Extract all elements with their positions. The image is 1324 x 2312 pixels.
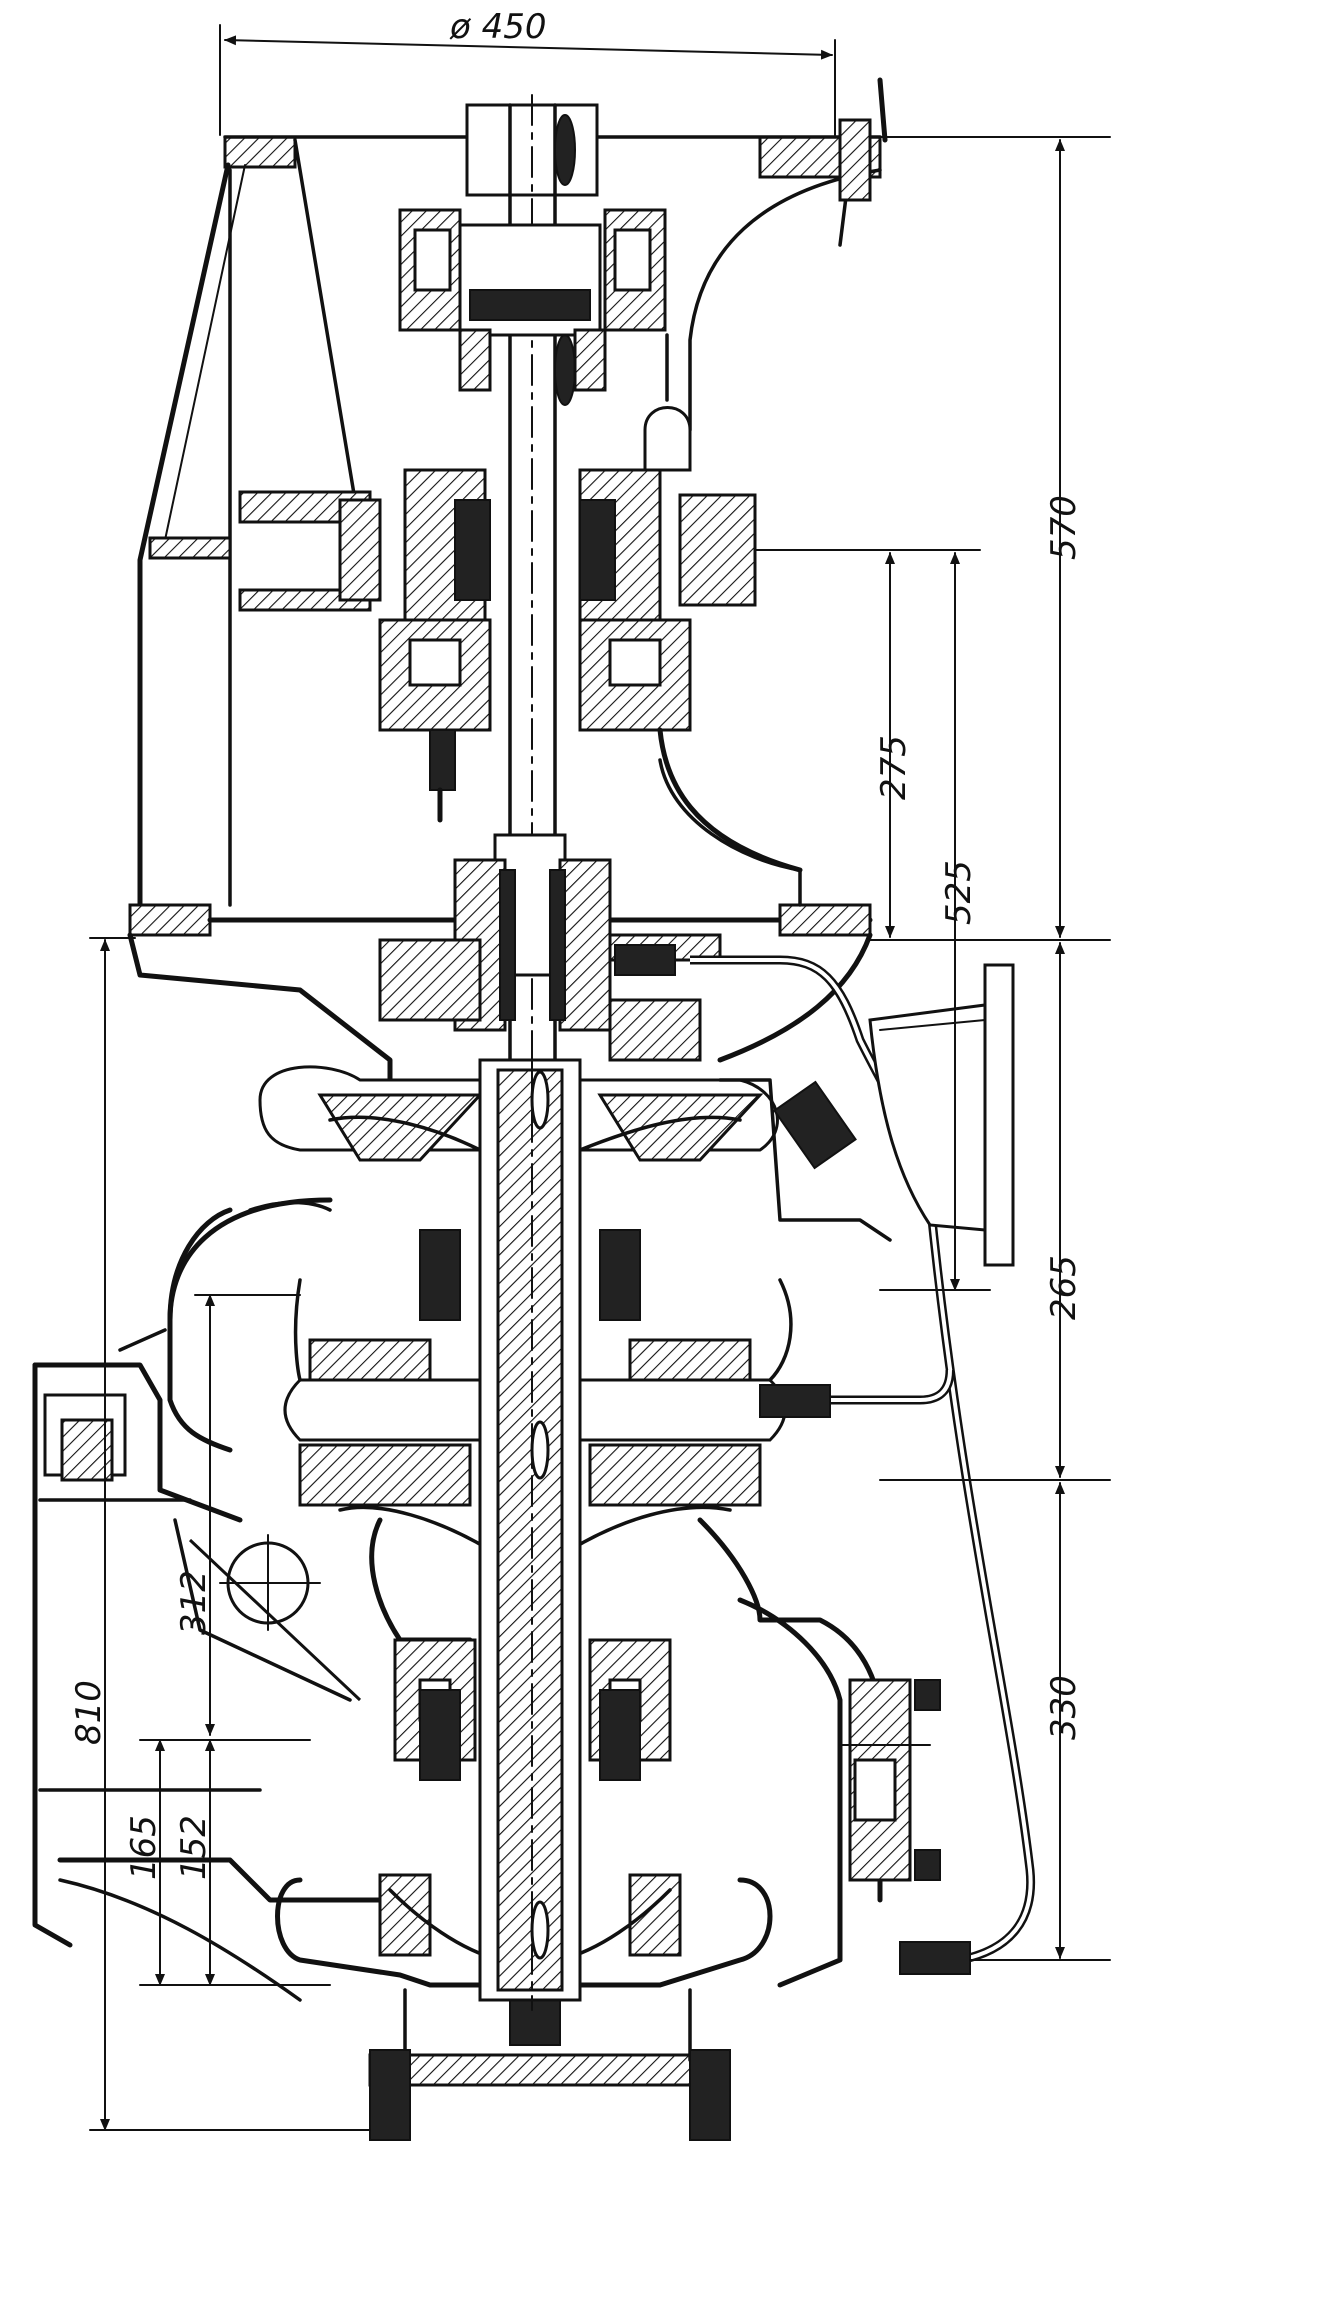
dim-312: 312: [174, 1570, 214, 1635]
upper-gearbox-housing: [128, 77, 888, 937]
dim-330: 330: [1044, 1675, 1084, 1740]
dim-152: 152: [174, 1815, 214, 1880]
middle-bearing-assembly: [378, 333, 803, 873]
dim-810: 810: [69, 1680, 109, 1745]
dim-525: 525: [939, 860, 979, 925]
upper-bearing-block: [398, 208, 667, 392]
dimension-labels: ø 450 570 275 525 265 330 810 312 165 15…: [69, 7, 1084, 1880]
external-oil-pipe: [614, 944, 1036, 1975]
dim-570: 570: [1044, 495, 1084, 560]
dimension-lines: [89, 24, 1111, 2131]
dim-265: 265: [1044, 1255, 1084, 1320]
pump-casing: [32, 932, 941, 2141]
shaft-coupling: [453, 833, 612, 1032]
impeller-rotor: [419, 1058, 641, 2011]
dim-diameter-450: ø 450: [449, 7, 547, 47]
dim-165: 165: [124, 1815, 164, 1880]
dim-275: 275: [874, 735, 914, 800]
